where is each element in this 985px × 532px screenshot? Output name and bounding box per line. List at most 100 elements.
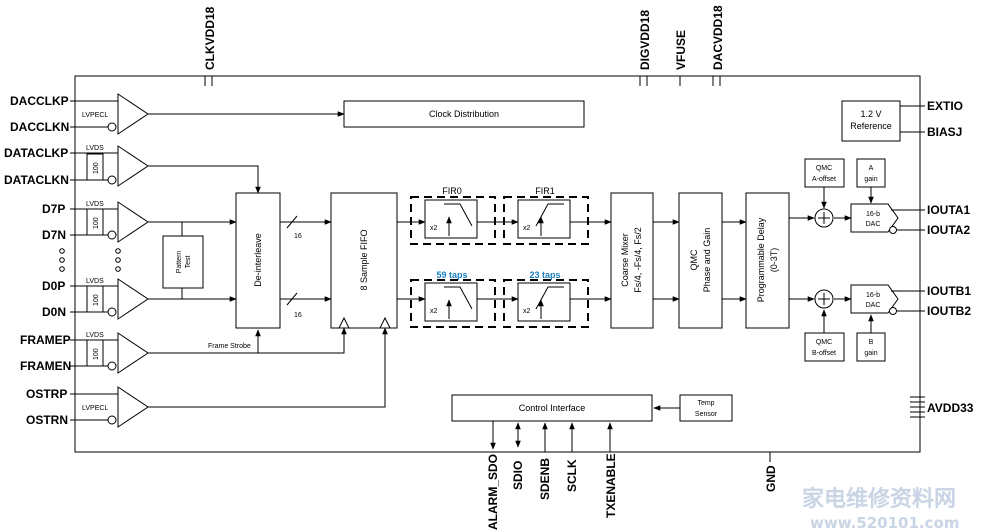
- fir1-b-x2: x2: [523, 308, 531, 315]
- b-gain-label-1: B: [869, 339, 874, 346]
- fir0-b: x2: [410, 279, 496, 328]
- pin-framen: FRAMEN: [20, 359, 71, 373]
- qmc-a-offset-label-1: QMC: [816, 165, 832, 172]
- clock-distribution-block: Clock Distribution: [343, 100, 585, 128]
- qmc-b-offset-label-1: QMC: [816, 339, 832, 346]
- a-gain-block: A gain: [856, 158, 886, 204]
- watermark-url: www.520101.com: [810, 514, 959, 532]
- pin-iouta1: IOUTA1: [927, 203, 970, 217]
- pin-d7p: D7P: [42, 202, 65, 216]
- dac-a-label-2: DAC: [866, 221, 881, 228]
- temp-sensor-label-2: Sensor: [695, 411, 718, 418]
- buffer-dataclk-type: LVDS: [86, 145, 104, 152]
- pin-ostrp: OSTRP: [26, 387, 67, 401]
- watermark-cn: 家电维修资料网: [802, 486, 956, 512]
- buffer-frame: LVDS 100: [86, 332, 149, 374]
- pin-d0p: D0P: [42, 279, 65, 293]
- fir1-a-x2: x2: [523, 225, 531, 232]
- pin-dacclkp: DACCLKP: [10, 94, 69, 108]
- pin-txenable: TXENABLE: [604, 453, 618, 518]
- pin-d0n: D0N: [42, 305, 66, 319]
- buffer-d0-type: LVDS: [86, 278, 104, 285]
- pin-alarm-sdo: ALARM_SDO: [486, 454, 500, 530]
- fir0-a: x2: [410, 196, 496, 245]
- pattern-test-block: Pattern Test: [162, 235, 204, 289]
- buffer-dacclk-type: LVPECL: [82, 112, 108, 119]
- dac-a-label-1: 16-b: [866, 211, 880, 218]
- buffer-d7-type: LVDS: [86, 201, 104, 208]
- b-gain-label-2: gain: [864, 350, 877, 357]
- avdd33-pins: [910, 396, 925, 418]
- left-pins: DACCLKP DACCLKN DATACLKP DATACLKN D7P D7…: [4, 94, 71, 427]
- pin-ioutb1: IOUTB1: [927, 284, 971, 298]
- b-gain-block: B gain: [856, 314, 886, 362]
- reference-block: 1.2 V Reference: [841, 100, 925, 142]
- pin-d7n: D7N: [42, 228, 66, 242]
- fifo-label: 8 Sample FIFO: [359, 229, 369, 290]
- fir1-label: FIR1: [535, 186, 555, 196]
- qmc-b-offset-label-2: B-offset: [812, 350, 836, 357]
- control-interface-label: Control Interface: [519, 403, 586, 413]
- qmc-label-1: QMC: [689, 249, 699, 270]
- pin-vfuse: VFUSE: [674, 30, 688, 70]
- pin-dataclkp: DATACLKP: [4, 146, 68, 160]
- pin-sclk: SCLK: [565, 459, 579, 492]
- input-routing: [148, 111, 388, 408]
- coarse-mixer-block: Coarse Mixer Fs/4, -Fs/4, Fs/2: [610, 192, 654, 329]
- pin-dataclkn: DATACLKN: [4, 173, 69, 187]
- reference-label-2: Reference: [850, 121, 892, 131]
- qmc-b-offset-block: QMC B-offset: [804, 309, 845, 362]
- reference-label-1: 1.2 V: [860, 109, 881, 119]
- fifo-block: 8 Sample FIFO: [330, 192, 398, 329]
- qmc-a-offset-label-2: A-offset: [812, 176, 836, 183]
- pin-gnd: GND: [764, 465, 778, 492]
- bus-width-top: 16: [294, 233, 302, 240]
- dac-b-block: 16-b DAC: [850, 284, 925, 315]
- pin-ostrn: OSTRN: [26, 413, 68, 427]
- pin-sdio: SDIO: [511, 461, 525, 490]
- buffer-d7: LVDS 100: [86, 201, 149, 243]
- summer-a: [814, 208, 834, 228]
- buffer-ostr: LVPECL: [82, 386, 149, 428]
- buffer-dataclk-term: 100: [93, 162, 100, 174]
- buffer-dacclk: LVPECL: [82, 93, 149, 135]
- qmc-label-2: Phase and Gain: [702, 228, 712, 293]
- pin-clkvdd18: CLKVDD18: [203, 6, 217, 70]
- delay-label-2: (0-3T): [769, 248, 779, 273]
- pin-biasj: BIASJ: [927, 125, 962, 139]
- deinterleave-to-fifo: [280, 215, 332, 306]
- control-interface-block: Control Interface: [451, 394, 653, 422]
- deinterleave-label: De-interleave: [253, 233, 263, 287]
- fir0-label: FIR0: [442, 186, 462, 196]
- coarse-mixer-label-2: Fs/4, -Fs/4, Fs/2: [633, 227, 643, 293]
- buffer-frame-term: 100: [93, 348, 100, 360]
- temp-sensor-label-1: Temp: [697, 400, 714, 407]
- pin-framep: FRAMEP: [20, 333, 71, 347]
- dac-b-label-1: 16-b: [866, 292, 880, 299]
- delay-label-1: Programmable Delay: [756, 217, 766, 302]
- top-pins: CLKVDD18 DIGVDD18 VFUSE DACVDD18: [203, 5, 725, 86]
- clock-distribution-label: Clock Distribution: [429, 109, 499, 119]
- pin-digvdd18: DIGVDD18: [638, 10, 652, 70]
- buffer-frame-type: LVDS: [86, 332, 104, 339]
- buffer-d7-term: 100: [93, 217, 100, 229]
- pattern-test-label-1: Pattern: [176, 251, 183, 274]
- pin-ioutb2: IOUTB2: [927, 304, 971, 318]
- control-pin-lines: [490, 421, 771, 462]
- fir0-taps: 59 taps: [436, 270, 467, 280]
- qmc-a-offset-block: QMC A-offset: [804, 158, 845, 209]
- a-gain-label-2: gain: [864, 176, 877, 183]
- buffer-d0-term: 100: [93, 294, 100, 306]
- bus-width-bottom: 16: [294, 312, 302, 319]
- buffer-dataclk: LVDS 100: [86, 145, 149, 187]
- buffer-ostr-type: LVPECL: [82, 405, 108, 412]
- fir1-b: x2: [503, 279, 589, 328]
- pattern-test-label-2: Test: [185, 256, 192, 269]
- qmc-block: QMC Phase and Gain: [678, 192, 723, 329]
- pin-avdd33: AVDD33: [927, 401, 974, 415]
- temp-sensor-block: Temp Sensor: [653, 394, 733, 422]
- buffer-d0: LVDS 100: [86, 278, 149, 320]
- fir0-a-x2: x2: [430, 225, 438, 232]
- dac-a-block: 16-b DAC: [850, 203, 925, 234]
- deinterleave-block: De-interleave: [235, 192, 281, 329]
